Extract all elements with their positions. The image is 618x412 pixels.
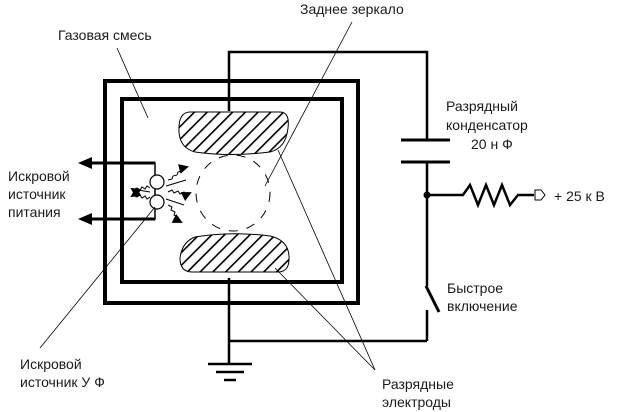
label-fast-switch-2: включение xyxy=(447,298,518,314)
terminal-icon xyxy=(534,189,546,201)
label-spark-power-3: питания xyxy=(8,204,61,220)
laser-beam-region xyxy=(195,154,271,232)
leader-gas-mixture xyxy=(116,47,149,119)
top-electrode xyxy=(178,111,289,155)
label-capacitor-1: Разрядный xyxy=(446,98,518,114)
label-fast-switch-1: Быстрое xyxy=(447,280,503,296)
ground-icon xyxy=(208,362,252,382)
label-electrodes-2: электроды xyxy=(382,394,451,410)
leader-electrode-bottom xyxy=(274,267,376,371)
label-spark-power-2: источник xyxy=(8,186,66,202)
label-capacitance: 20 н Ф xyxy=(471,136,513,152)
label-electrodes-1: Разрядные xyxy=(382,376,454,392)
inner-chamber xyxy=(120,97,344,284)
label-voltage: + 25 к В xyxy=(554,188,605,204)
label-capacitor-2: конденсатор xyxy=(446,117,528,133)
outer-chamber xyxy=(103,79,360,305)
top-wire xyxy=(227,50,429,140)
label-gas-mixture: Газовая смесь xyxy=(58,27,152,43)
label-uv-source-1: Искровой xyxy=(20,356,82,372)
label-spark-power-1: Искровой xyxy=(8,168,70,184)
leader-electrode-top xyxy=(277,149,376,371)
spark-electrode-top xyxy=(149,174,165,190)
resistor xyxy=(427,181,534,209)
switch-blade xyxy=(424,285,441,313)
arrow-left-top-icon xyxy=(78,157,92,169)
leader-uv-source xyxy=(39,206,156,349)
arrow-left-bottom-icon xyxy=(78,213,92,225)
label-rear-mirror: Заднее зеркало xyxy=(300,1,404,17)
spark-electrode-bottom xyxy=(149,194,165,210)
uv-rays xyxy=(130,164,192,223)
leader-rear-mirror xyxy=(264,21,353,187)
bottom-electrode xyxy=(179,233,290,273)
label-uv-source-2: источник У Ф xyxy=(20,374,105,390)
